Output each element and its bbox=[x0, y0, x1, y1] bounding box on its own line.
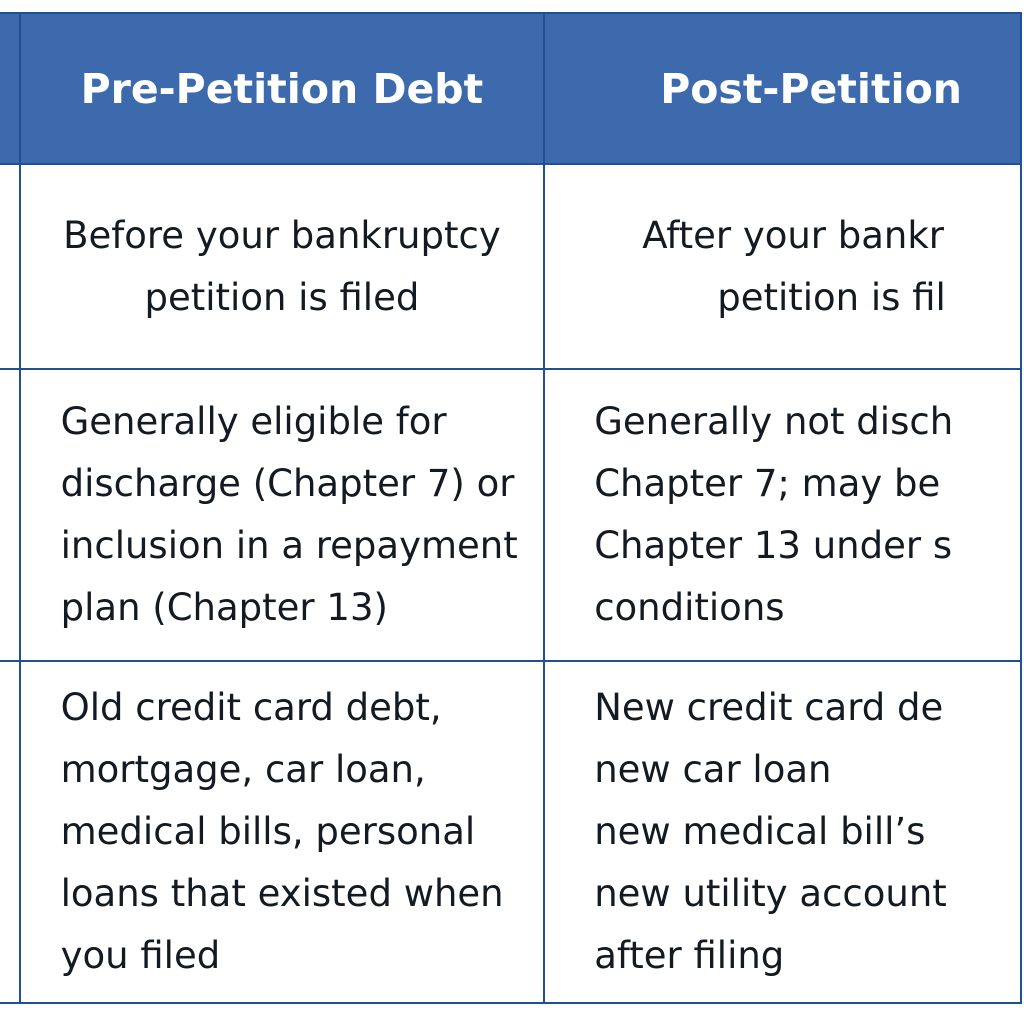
cell-line: plan (Chapter 13) bbox=[60, 586, 388, 629]
header-blank bbox=[0, 12, 21, 165]
pre-cell: Before your bankruptcy petition is filed bbox=[18, 163, 546, 370]
post-cell: Generally not disch Chapter 7; may be Ch… bbox=[543, 368, 1022, 662]
cell-line: Generally eligible for bbox=[60, 400, 447, 443]
debt-comparison-table: Pre-Petition Debt Post-Petition Before y… bbox=[0, 12, 1022, 1004]
cell-line: inclusion in a repayment bbox=[60, 524, 518, 567]
pre-cell: Generally eligible for discharge (Chapte… bbox=[18, 368, 546, 662]
cell-line: petition is fil bbox=[717, 275, 946, 319]
cell-line: After your bankr bbox=[642, 213, 945, 257]
pre-cell: Old credit card debt, mortgage, car loan… bbox=[18, 660, 546, 1004]
cell-line: new medical bill’s bbox=[594, 810, 926, 853]
row-label-cell bbox=[0, 368, 21, 662]
cell-line: loans that existed when bbox=[60, 872, 504, 915]
table-row-treatment: Generally eligible for discharge (Chapte… bbox=[0, 368, 1022, 662]
cell-line: Before your bankruptcy bbox=[63, 213, 501, 257]
cell-line: medical bills, personal bbox=[60, 810, 476, 853]
cell-line: conditions bbox=[594, 586, 785, 629]
table-row-timing: Before your bankruptcy petition is filed… bbox=[0, 163, 1022, 370]
cell-line: you filed bbox=[60, 934, 221, 977]
cell-line: petition is filed bbox=[144, 275, 420, 319]
cell-line: Generally not disch bbox=[594, 400, 954, 443]
cell-line: new car loan bbox=[594, 748, 832, 791]
cell-line: Old credit card debt, bbox=[60, 686, 442, 729]
row-label-cell bbox=[0, 660, 21, 1004]
post-cell: New credit card de new car loan new medi… bbox=[543, 660, 1022, 1004]
cell-line: new utility account bbox=[594, 872, 947, 915]
header-pre-petition: Pre-Petition Debt bbox=[18, 12, 546, 165]
cell-line: mortgage, car loan, bbox=[60, 748, 426, 791]
cell-line: New credit card de bbox=[594, 686, 944, 729]
table-row-examples: Old credit card debt, mortgage, car loan… bbox=[0, 660, 1022, 1004]
cell-line: discharge (Chapter 7) or bbox=[60, 462, 515, 505]
row-label-cell bbox=[0, 163, 21, 370]
post-cell: After your bankr petition is fil bbox=[543, 163, 1022, 370]
header-post-petition: Post-Petition bbox=[543, 12, 1022, 165]
cell-line: Chapter 7; may be bbox=[594, 462, 941, 505]
cell-line: after filing bbox=[594, 934, 785, 977]
cell-line: Chapter 13 under s bbox=[594, 524, 953, 567]
header-row: Pre-Petition Debt Post-Petition bbox=[0, 12, 1022, 165]
